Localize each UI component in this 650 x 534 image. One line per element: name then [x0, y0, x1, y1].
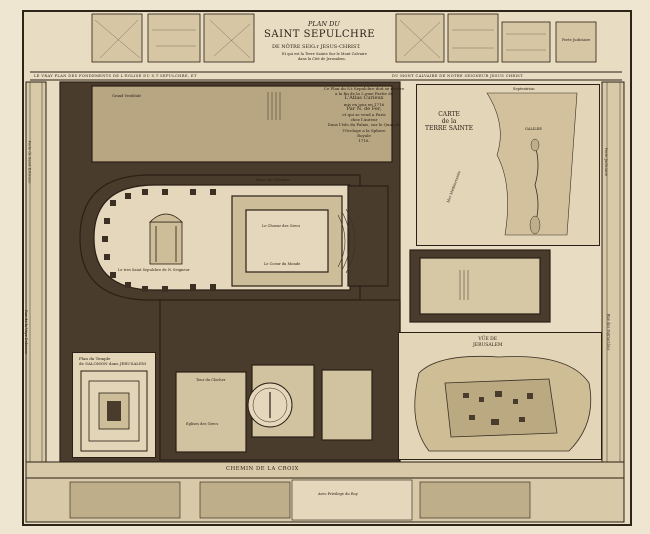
notice-line: chez l'Auteur [350, 117, 378, 123]
rotunda-columns [102, 189, 216, 292]
label-tour-clocher: Tour du Clocher [196, 378, 226, 382]
notice-line: l'Orologe a la Sphere [342, 127, 386, 133]
holy-land-title: CARTE de la TERRE SAINTE [425, 111, 473, 132]
holy-land-title-3: TERRE SAINTE [425, 125, 474, 132]
frieze-vignettes [91, 13, 551, 63]
jerusalem-view [414, 355, 592, 452]
jerusalem-title-2: JERUSALEM [473, 342, 503, 348]
title-main: SAINT SEPULCHRE [264, 29, 376, 40]
notice-line: Royale [357, 132, 371, 138]
label-grand-vestibule: Grand Vestibule [112, 94, 142, 98]
label-choeur: Le Choeur des Grecs [262, 224, 301, 228]
right-street-1: Porte Judiciaire [604, 147, 609, 177]
notice-line: a la fin de la 2.eme Partie de [334, 91, 394, 97]
right-street-2: Rue des Patriarches [606, 313, 611, 351]
footer-privilege: Avec Privilege du Roy [318, 492, 358, 496]
side-streets [25, 81, 625, 463]
label-chemin-croix: CHEMIN DE LA CROIX [226, 466, 299, 472]
jerusalem-title: VÜE DE JERUSALEM [473, 337, 502, 348]
label-coeur-monde: Le Coeur du Monde [264, 262, 301, 266]
notice-line: mis en jour en 1716 [343, 101, 385, 107]
banner-left: LE VRAY PLAN DES FONDEMENTS DE L'EGLISE … [34, 74, 197, 78]
notice-line: Ce Plan du S.t Sepulchre doit se mettre [323, 86, 405, 91]
notice-line: 1716. [358, 138, 370, 144]
left-street-1: Porte de Saint Estienne [27, 140, 32, 184]
sepulchre-aedicule [149, 213, 183, 265]
holy-land-region: GALILEE [525, 127, 542, 131]
holy-land-title-2: de la [441, 118, 457, 125]
left-street-2: Rue de la Voye Dolorose [24, 309, 29, 355]
temple-title-1: Plan du Temple [79, 356, 111, 361]
notice-line: Dans l'Isle du Palais, sur le Quay de [327, 122, 401, 128]
temple-title-2: de SALOMON dans JERUSALEM [79, 361, 146, 366]
corner-label: Porte Judiciaire [562, 38, 591, 42]
title-small: PLAN DU [308, 20, 340, 28]
temple-title: Plan du Temple de SALOMON dans JERUSALEM [79, 356, 146, 366]
publisher-notice: Ce Plan du S.t Sepulchre doit se mettre … [318, 86, 410, 143]
notice-line: Par N. de Fer, [346, 105, 382, 112]
jerusalem-inset: VÜE DE JERUSALEM [398, 332, 602, 460]
label-sepulchre: Le tres Saint Sepulchre de N. Seigneur [118, 268, 190, 272]
holy-land-map [486, 92, 578, 236]
label-eglise-grecs: Eglises des Grecs [186, 422, 219, 426]
temple-inset: Plan du Temple de SALOMON dans JERUSALEM [72, 352, 156, 458]
holy-land-inset: Septentrion CARTE de la TERRE SAINTE Mer… [416, 84, 600, 246]
label-bases-colonnes: Bases de Colonnes [256, 178, 291, 182]
notice-line: et qui se vend a Paris [342, 112, 386, 118]
temple-plan [80, 370, 148, 452]
holy-land-top: Septentrion [513, 87, 535, 91]
holy-land-title-1: CARTE [438, 111, 460, 118]
title-sub: DE NÔTRE SEIG.r JESUS-CHRIST. [272, 44, 361, 50]
title-note-1: Et qui est la Terre Sainte Sur le Mont C… [282, 52, 367, 56]
notice-line: L'Atlas Curieux [344, 95, 384, 102]
banner-right: DU MONT CALVAIRE DE NOTRE SEIGNEUR JESUS… [392, 74, 524, 78]
title-note-2: dans la Cité de Jerusalem. [298, 57, 346, 61]
jerusalem-title-1: VÜE DE [478, 337, 498, 342]
